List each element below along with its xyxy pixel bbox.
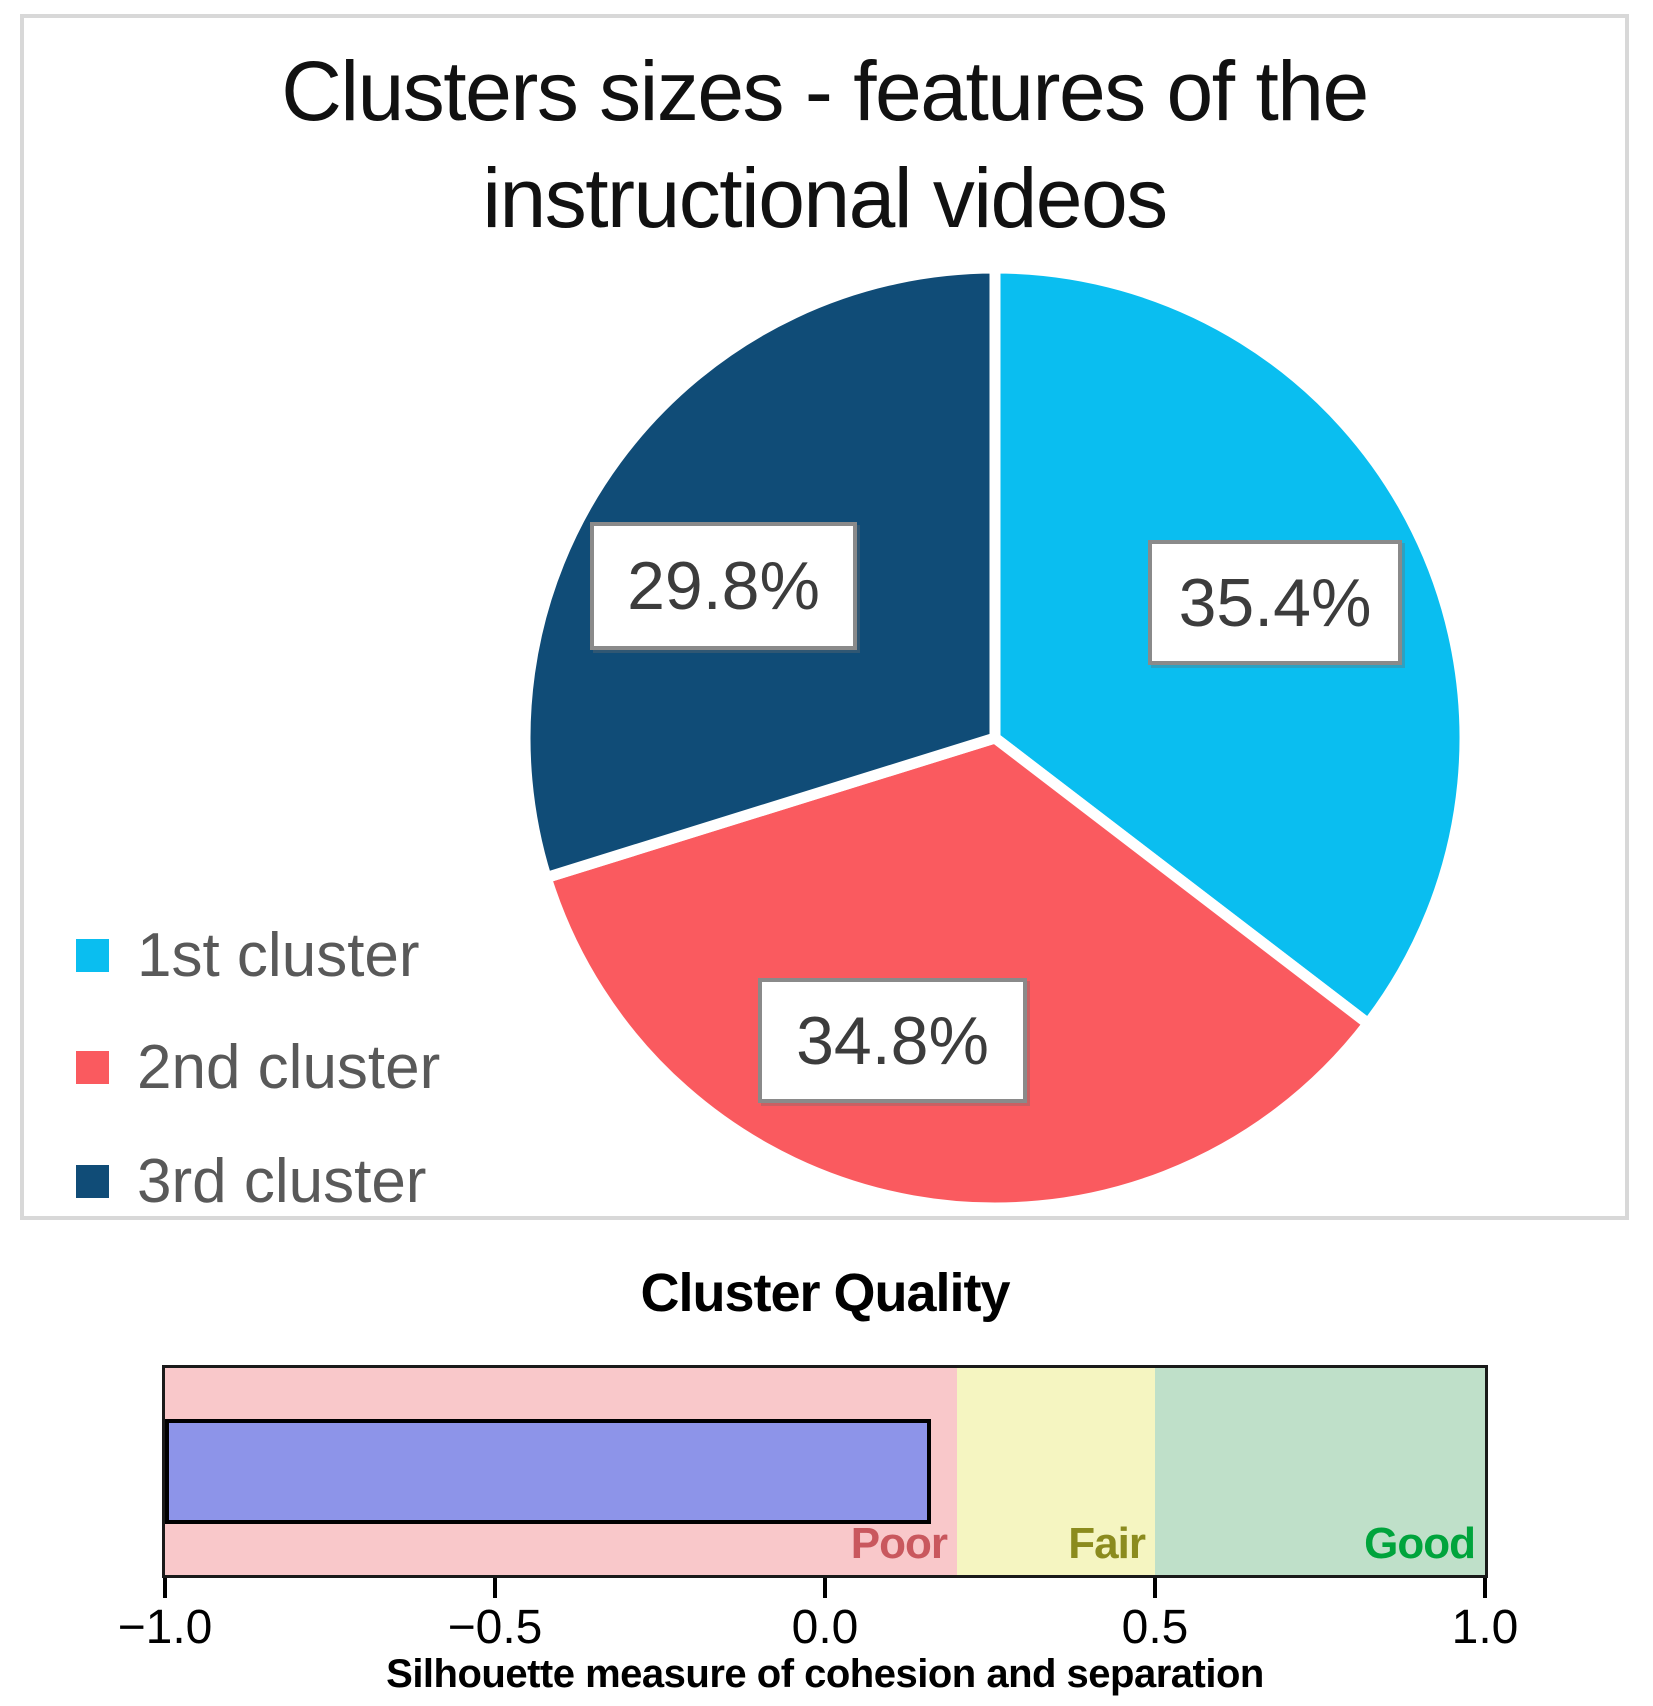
quality-zone-label-poor: Poor (850, 1519, 948, 1568)
pie-slice-2nd-cluster (539, 731, 1376, 1214)
pie-label-3rd-cluster-value: 29.8% (627, 548, 820, 624)
pie-chart-title-line2: instructional videos (482, 150, 1168, 245)
pie-chart-title-line1: Clusters sizes - features of the (281, 44, 1369, 138)
quality-chart-plot-area: Poor Fair Good (162, 1365, 1488, 1578)
quality-zone-label-fair: Fair (1068, 1519, 1146, 1568)
quality-zone-fair: Fair (957, 1368, 1155, 1575)
axis-tick-0.5 (1153, 1578, 1157, 1598)
legend-item-3rd-cluster: 3rd cluster (76, 1146, 426, 1216)
quality-chart-title: Cluster Quality (640, 1263, 1010, 1323)
axis-tick-−0.5 (493, 1578, 497, 1598)
legend-swatch-3rd-cluster (76, 1164, 109, 1198)
quality-zone-label-good: Good (1364, 1519, 1476, 1568)
legend-item-2nd-cluster: 2nd cluster (76, 1032, 440, 1102)
legend-item-1st-cluster: 1st cluster (76, 920, 420, 990)
legend-swatch-1st-cluster (76, 938, 109, 972)
axis-tick-−1.0 (163, 1578, 167, 1598)
axis-tick-1.0 (1483, 1578, 1487, 1598)
axis-tick-label-0.5: 0.5 (1121, 1601, 1189, 1654)
pie-label-2nd-cluster: 34.8% (758, 978, 1027, 1103)
quality-chart-xlabel: Silhouette measure of cohesion and separ… (386, 1652, 1264, 1696)
axis-tick-0.0 (823, 1578, 827, 1598)
axis-tick-label-0.0: 0.0 (791, 1601, 859, 1654)
quality-zone-good: Good (1155, 1368, 1485, 1575)
legend-label-3rd-cluster: 3rd cluster (137, 1146, 427, 1216)
pie-label-1st-cluster: 35.4% (1148, 540, 1402, 665)
quality-bar-silhouette-value (165, 1419, 931, 1524)
axis-tick-label-−1.0: −1.0 (117, 1601, 213, 1654)
legend-swatch-2nd-cluster (76, 1050, 109, 1084)
pie-label-2nd-cluster-value: 34.8% (796, 1002, 989, 1079)
legend-label-2nd-cluster: 2nd cluster (137, 1032, 441, 1102)
pie-label-3rd-cluster: 29.8% (590, 522, 857, 650)
axis-tick-label-1.0: 1.0 (1451, 1601, 1519, 1654)
axis-tick-label-−0.5: −0.5 (447, 1601, 543, 1654)
pie-label-1st-cluster-value: 35.4% (1178, 564, 1372, 641)
pie-chart-title: Clusters sizes - features of the instruc… (20, 38, 1629, 251)
legend-label-1st-cluster: 1st cluster (137, 920, 420, 990)
